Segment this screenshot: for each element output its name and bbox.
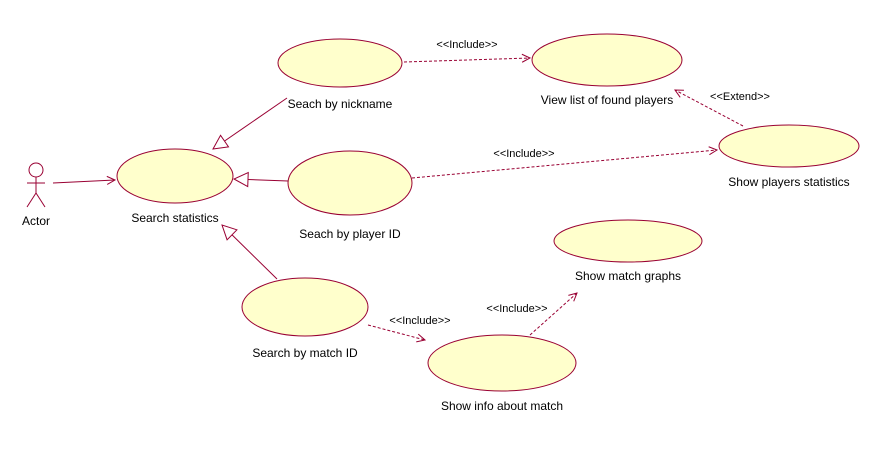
use-case-label-search-by-match-id: Search by match ID xyxy=(252,346,358,360)
use-case-label-search-by-nickname: Seach by nickname xyxy=(288,97,393,111)
use-case-show-match-graphs[interactable] xyxy=(553,219,703,263)
use-case-label-show-players-statistics: Show players statistics xyxy=(728,175,849,189)
use-case-label-search-by-player-id: Seach by player ID xyxy=(299,227,401,241)
generalization-match-id xyxy=(222,225,278,280)
use-case-label-show-info-about-match: Show info about match xyxy=(441,399,563,413)
generalization-player-id xyxy=(234,179,289,181)
include-label-info: <<Include>> xyxy=(486,303,547,315)
include-playerid-to-stats xyxy=(411,150,717,179)
use-case-search-by-player-id[interactable] xyxy=(287,150,413,216)
use-case-search-by-match-id[interactable] xyxy=(241,277,369,337)
use-case-label-show-match-graphs: Show match graphs xyxy=(575,269,681,283)
extend-label-stats: <<Extend>> xyxy=(710,91,770,103)
use-case-view-list-of-found-players[interactable] xyxy=(531,33,683,87)
include-nickname-to-list xyxy=(403,58,530,62)
include-label-matchid: <<Include>> xyxy=(389,315,450,327)
include-info-to-graphs xyxy=(529,293,577,336)
use-case-search-statistics[interactable] xyxy=(116,148,234,204)
generalization-nickname xyxy=(213,97,288,149)
use-case-search-by-nickname[interactable] xyxy=(277,38,403,88)
include-matchid-to-info xyxy=(367,324,425,340)
use-case-show-players-statistics[interactable] xyxy=(718,124,860,168)
use-case-label-view-list-of-found-players: View list of found players xyxy=(541,93,674,107)
include-label-playerid: <<Include>> xyxy=(493,148,554,160)
include-label-nickname: <<Include>> xyxy=(436,39,497,51)
use-case-show-info-about-match[interactable] xyxy=(427,334,577,392)
use-case-label-search-statistics: Search statistics xyxy=(131,211,218,225)
actor-label: Actor xyxy=(22,214,50,228)
actor-figure[interactable] xyxy=(26,162,46,208)
actor-association xyxy=(52,180,115,183)
extend-stats-to-list xyxy=(675,90,744,127)
